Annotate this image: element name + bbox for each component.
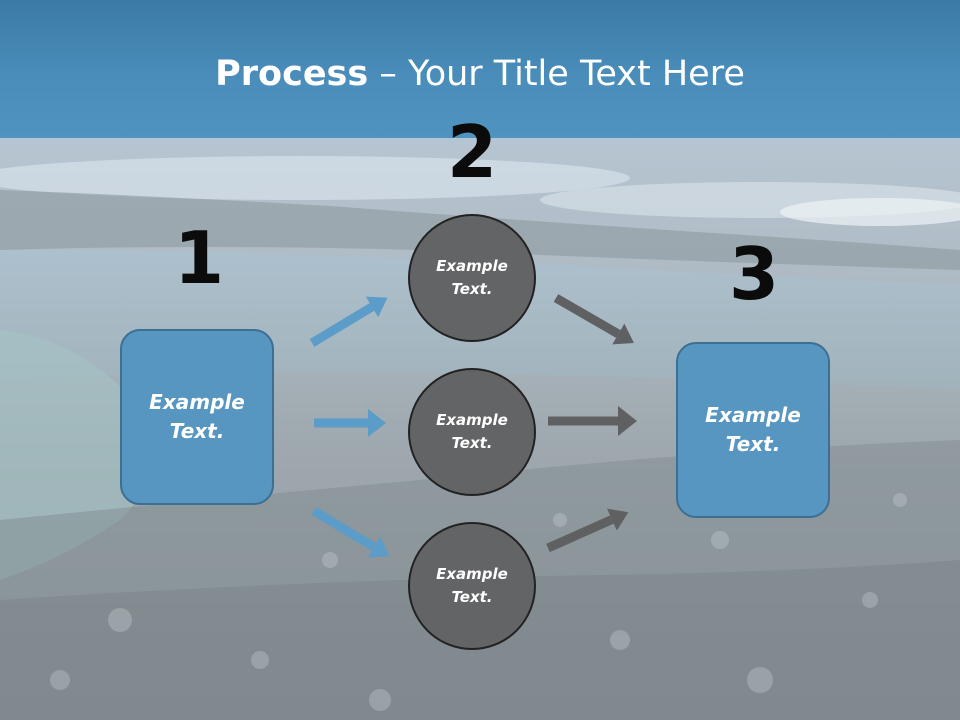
circle-bottom-text: Example Text. (436, 565, 508, 606)
step-2-circle-top: Example Text. (408, 214, 536, 342)
blue-arrow-up (309, 296, 388, 347)
title-rest: – Your Title Text Here (368, 54, 745, 94)
step-1-box: Example Text. (120, 329, 274, 505)
title-bold: Process (215, 54, 369, 94)
step-2-circle-middle: Example Text. (408, 368, 536, 496)
gray-arrow-up (546, 508, 629, 553)
gray-arrow-right (548, 406, 637, 436)
gray-arrow-down (553, 294, 634, 345)
step-3-text: Example Text. (705, 403, 801, 456)
step-3-box: Example Text. (676, 342, 830, 518)
step-1-text: Example Text. (149, 390, 245, 443)
title-bar (0, 0, 960, 138)
slide-title: Process – Your Title Text Here (0, 52, 960, 96)
circle-top-text: Example Text. (436, 257, 508, 298)
blue-arrow-right (314, 409, 386, 437)
step-number-1: 1 (173, 216, 225, 300)
circle-middle-text: Example Text. (436, 411, 508, 452)
step-2-circle-bottom: Example Text. (408, 522, 536, 650)
step-number-3: 3 (728, 232, 780, 316)
step-number-2: 2 (446, 110, 498, 194)
blue-arrow-down (311, 507, 390, 558)
